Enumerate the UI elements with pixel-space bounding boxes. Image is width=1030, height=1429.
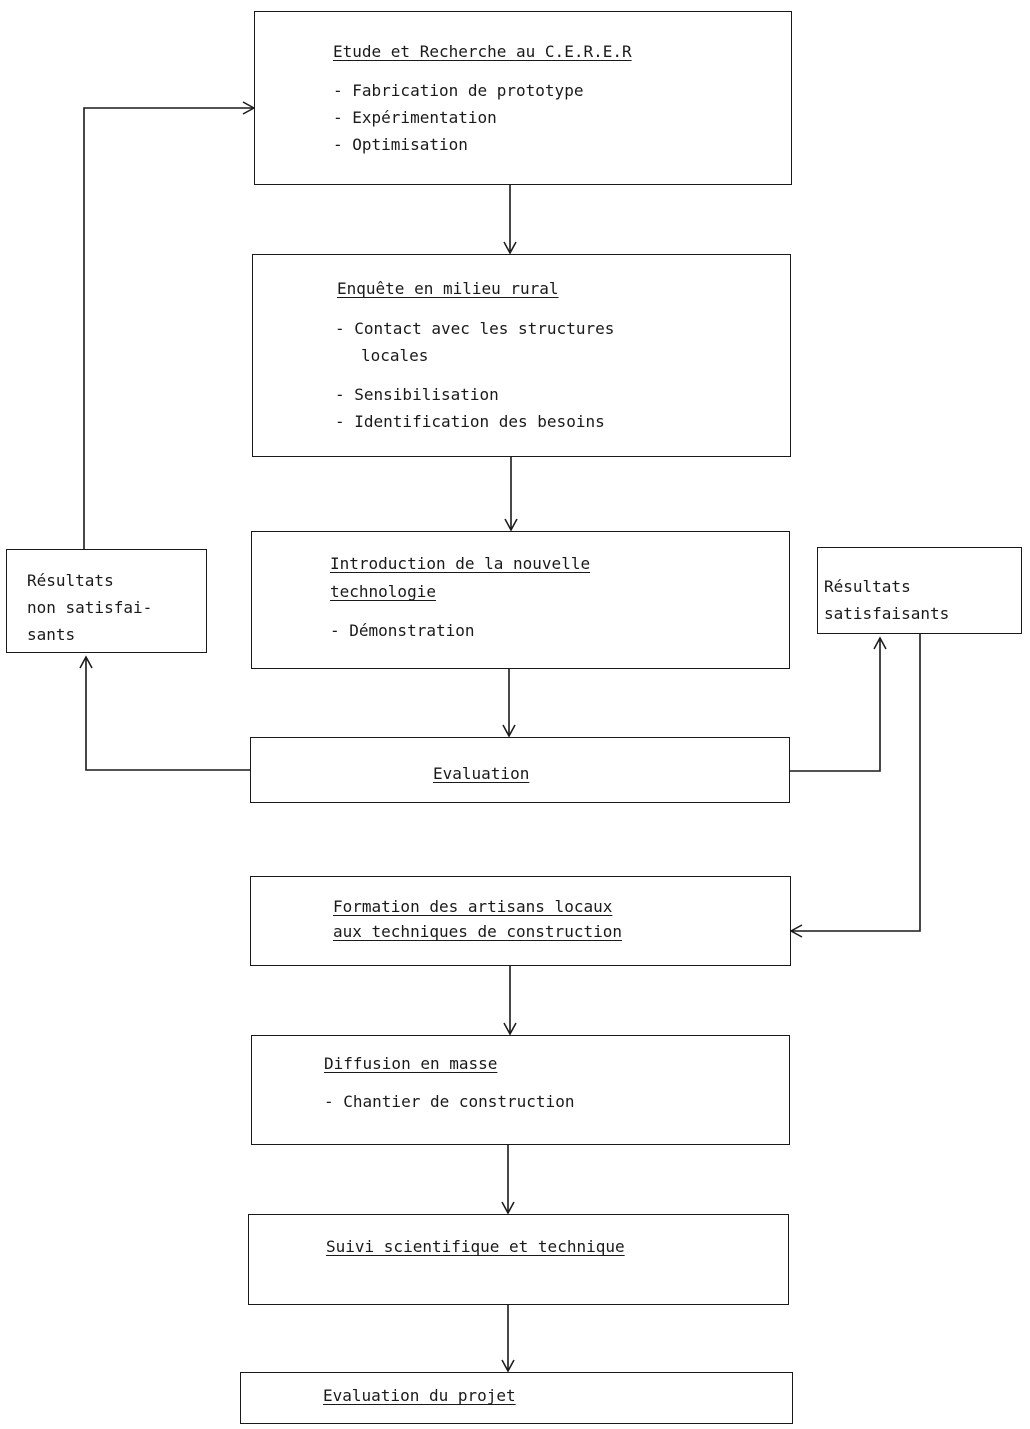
step-enquete-item: - Sensibilisation: [335, 385, 499, 404]
step-formation-title-line: aux techniques de construction: [333, 922, 622, 941]
step-evaluation: Evaluation: [250, 737, 790, 803]
step-evaluation-projet-title: Evaluation du projet: [323, 1386, 516, 1405]
step-evaluation-title: Evaluation: [433, 764, 530, 783]
step-enquete-title: Enquête en milieu rural: [337, 279, 559, 298]
step-suivi: Suivi scientifique et technique: [248, 1214, 789, 1305]
step-diffusion-title: Diffusion en masse: [324, 1054, 498, 1073]
step-etude-recherche: Etude et Recherche au C.E.R.E.R - Fabric…: [254, 11, 792, 185]
step-introduction: Introduction de la nouvelle technologie …: [251, 531, 790, 669]
step-suivi-title: Suivi scientifique et technique: [326, 1237, 625, 1256]
result-non-satisfaisants-line: Résultats: [27, 571, 114, 590]
result-non-satisfaisants-line: non satisfai-: [27, 598, 153, 617]
step-enquete-item: - Contact avec les structures: [335, 319, 615, 338]
step-enquete: Enquête en milieu rural - Contact avec l…: [252, 254, 791, 457]
step-etude-item: - Expérimentation: [333, 108, 497, 127]
step-diffusion: Diffusion en masse - Chantier de constru…: [251, 1035, 790, 1145]
result-non-satisfaisants: Résultats non satisfai- sants: [6, 549, 207, 653]
arrow-satisfaisants-to-formation: [789, 633, 921, 938]
step-etude-item: - Optimisation: [333, 135, 468, 154]
result-satisfaisants: Résultats satisfaisants: [817, 547, 1022, 634]
step-introduction-item: - Démonstration: [330, 621, 475, 640]
step-diffusion-item: - Chantier de construction: [324, 1092, 575, 1111]
arrow-evaluation-to-satisfaisants: [789, 636, 887, 772]
result-satisfaisants-line: Résultats: [824, 577, 911, 596]
step-enquete-item: locales: [361, 346, 429, 365]
step-enquete-item: - Identification des besoins: [335, 412, 605, 431]
step-formation: Formation des artisans locaux aux techni…: [250, 876, 791, 966]
step-formation-title-line: Formation des artisans locaux: [333, 897, 613, 916]
step-etude-item: - Fabrication de prototype: [333, 81, 584, 100]
step-evaluation-projet: Evaluation du projet: [240, 1372, 793, 1424]
arrow-evaluation-to-non-satisfaisants: [79, 655, 251, 771]
step-etude-title: Etude et Recherche au C.E.R.E.R: [333, 42, 632, 61]
step-introduction-title-line: Introduction de la nouvelle: [330, 554, 591, 573]
result-non-satisfaisants-line: sants: [27, 625, 76, 644]
arrow-non-satisfaisants-to-etude: [83, 101, 256, 549]
step-introduction-title-line: technologie: [330, 582, 436, 601]
result-satisfaisants-line: satisfaisants: [824, 604, 950, 623]
